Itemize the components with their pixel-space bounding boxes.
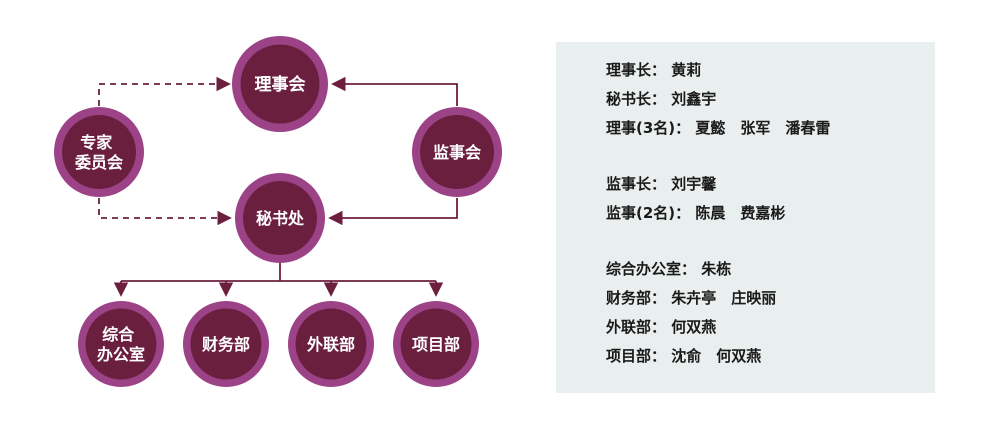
connector-expert-to-secretariat — [98, 198, 232, 226]
node-supervisory-board: 监事会 — [412, 107, 502, 197]
node-general-office-core — [85, 308, 157, 380]
node-outreach-label: 外联部 — [306, 335, 355, 354]
node-expert-committee: 专家 委员会 — [54, 107, 144, 197]
node-finance-core — [190, 308, 262, 380]
connector-supervisory-to-board — [331, 76, 458, 106]
roster-line-chief-supervisor: 监事长： 刘宇馨 — [606, 175, 717, 193]
node-finance: 财务部 — [183, 301, 269, 387]
node-project-label: 项目部 — [412, 335, 460, 354]
node-finance-label: 财务部 — [201, 335, 250, 354]
node-supervisory-label: 监事会 — [433, 143, 481, 162]
roster-line-outreach: 外联部： 何双燕 — [606, 318, 717, 336]
connector-expert-to-board — [98, 76, 231, 106]
node-general-office: 综合 办公室 — [78, 301, 164, 387]
node-project-core — [400, 308, 472, 380]
roster-panel: 理事长： 黄莉 秘书长： 刘鑫宇 理事(3名)： 夏懿 张军 潘春雷 监事长： … — [556, 42, 935, 393]
node-project: 项目部 — [393, 301, 479, 387]
roster-group-departments: 综合办公室： 朱栋 财务部： 朱卉亭 庄映丽 外联部： 何双燕 项目部： 沈俞 … — [606, 255, 925, 371]
roster-line-chairman: 理事长： 黄莉 — [606, 61, 702, 79]
roster-group-supervisory: 监事长： 刘宇馨 监事(2名)： 陈晨 费嘉彬 — [606, 170, 925, 228]
roster-line-general-office: 综合办公室： 朱栋 — [606, 260, 732, 278]
roster-line-directors: 理事(3名)： 夏懿 张军 潘春雷 — [606, 119, 831, 137]
node-expert-label: 专家 委员会 — [74, 133, 123, 172]
node-general-office-label: 综合 办公室 — [97, 325, 145, 364]
roster-group-board: 理事长： 黄莉 秘书长： 刘鑫宇 理事(3名)： 夏懿 张军 潘春雷 — [606, 56, 925, 143]
node-supervisory-core — [420, 115, 494, 189]
roster-line-project: 项目部： 沈俞 何双燕 — [606, 347, 762, 365]
node-outreach-core — [295, 308, 367, 380]
node-secretariat-core — [243, 181, 317, 255]
roster-line-finance: 财务部： 朱卉亭 庄映丽 — [606, 289, 777, 307]
node-board-core — [240, 44, 320, 124]
node-secretariat: 秘书处 — [235, 173, 325, 263]
roster-line-secretary-general: 秘书长： 刘鑫宇 — [606, 90, 717, 108]
node-board: 理事会 — [232, 36, 328, 132]
node-board-label: 理事会 — [255, 74, 306, 95]
node-secretariat-label: 秘书处 — [256, 209, 305, 228]
node-expert-core — [62, 115, 136, 189]
connector-supervisory-to-secretariat — [328, 198, 458, 226]
org-chart: 理事会 专家 委员会 监事会 秘书处 综合 办公室 — [54, 36, 502, 387]
node-outreach: 外联部 — [288, 301, 374, 387]
roster-line-supervisors: 监事(2名)： 陈晨 费嘉彬 — [606, 204, 786, 222]
connectors — [98, 76, 458, 297]
